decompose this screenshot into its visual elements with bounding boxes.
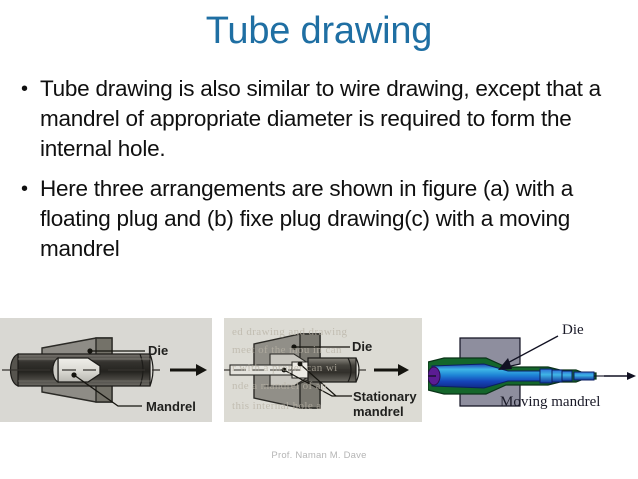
bullet-text: Here three arrangements are shown in fig… [40,176,574,261]
figure-b-label-die: Die [352,339,373,354]
bullet-marker-icon: • [21,78,28,100]
bullet-marker-icon: • [21,178,28,200]
figure-b-scan-text-line: r with a proper can wi [232,362,338,374]
figure-b-scan-text-line: nde a mandrel of ap [232,380,327,392]
figure-b-scan-text-line: meet of the mou in can [232,344,342,356]
figure-b-drawing [224,318,422,422]
figure-a-drawing [0,318,212,422]
page-title: Tube drawing [205,10,433,52]
figure-b-label-stationary: Stationary [353,389,417,404]
figure-c-moving-mandrel: Die Moving mandrel [428,318,638,424]
bullet-list: • Tube drawing is also similar to wire d… [14,74,624,274]
figure-b-scan-text-line: this internal hole a [232,400,322,412]
figure-b-scan-text-line: ed drawing and drawing [232,326,348,338]
bullet-text: Tube drawing is also similar to wire dra… [40,76,601,161]
figure-strip: Die Mandrel [0,318,638,424]
figure-b-stationary-plug: ed drawing and drawing meet of the mou i… [224,318,422,422]
bullet-item-2: • Here three arrangements are shown in f… [14,174,624,264]
figure-a-label-mandrel: Mandrel [146,399,196,414]
bullet-item-1: • Tube drawing is also similar to wire d… [14,74,624,164]
figure-c-label-die: Die [562,322,584,338]
figure-c-drawing [428,318,638,424]
figure-a-label-die: Die [148,343,169,358]
footer-credit: Prof. Naman M. Dave [271,450,367,461]
figure-a-floating-plug: Die Mandrel [0,318,212,422]
figure-b-label-mandrel: mandrel [353,404,404,419]
figure-c-label-moving-mandrel: Moving mandrel [500,394,601,410]
